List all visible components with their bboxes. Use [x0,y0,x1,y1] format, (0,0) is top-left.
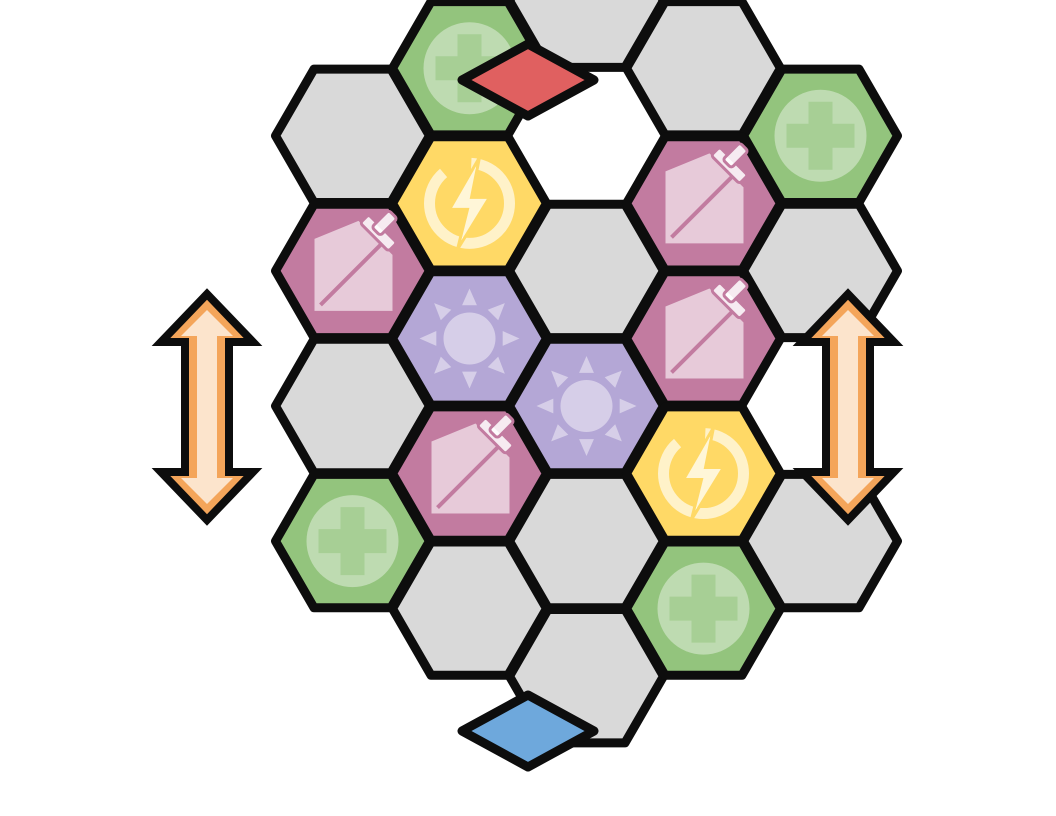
left-vertical-arrow-icon[interactable] [151,288,263,526]
sword-icon [665,277,749,379]
hex-cell-heal[interactable] [622,537,785,680]
hex-cell-attack[interactable] [622,267,785,410]
sun-icon [419,288,520,389]
lightning-icon [424,156,515,251]
lightning-icon [658,426,749,521]
plus-icon [657,562,750,655]
hex-cell-energy[interactable] [622,402,785,545]
sun-icon [536,356,637,456]
sword-icon [665,142,749,244]
sword-icon [431,412,515,514]
plus-icon [774,89,867,182]
sword-icon [314,209,398,311]
start-markers-layer [457,39,599,772]
hex-cell-heal[interactable] [739,64,902,207]
right-vertical-arrow-icon[interactable] [792,288,904,526]
hex-cells-layer [271,0,902,748]
start-marker-blue [457,690,599,772]
side-arrows-layer [151,288,904,526]
plus-icon [306,495,399,588]
start-marker-red [457,39,599,121]
